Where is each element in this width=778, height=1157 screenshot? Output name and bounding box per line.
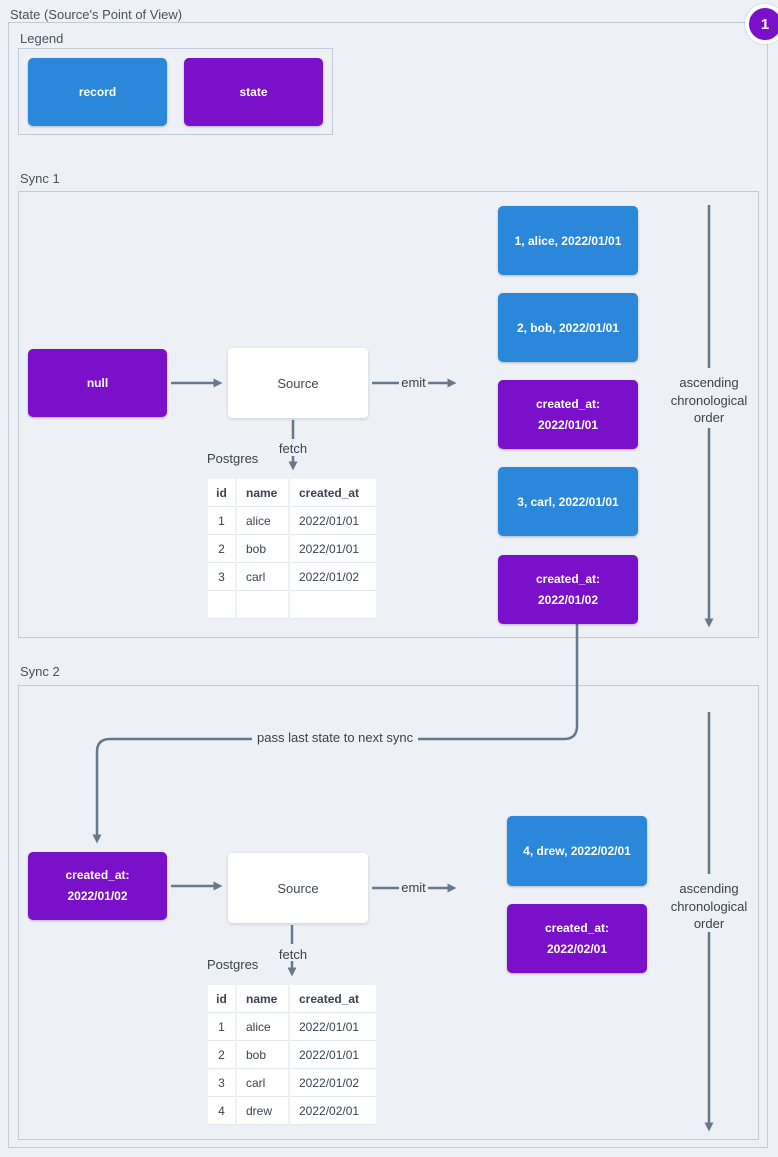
cell-id: 3 [208, 1069, 235, 1097]
cell-name: bob [237, 1041, 288, 1069]
cell-created-at: 2022/01/01 [290, 1041, 376, 1069]
cell-created-at: 2022/01/02 [290, 1069, 376, 1097]
source-node-sync1: Source [228, 348, 368, 418]
cell-created-at [290, 591, 376, 619]
postgres-label-sync1: Postgres [207, 451, 259, 466]
postgres-table-sync1: id name created_at 1 alice 2022/01/01 2 … [206, 479, 378, 619]
input-state-sync1: null [28, 349, 167, 417]
emit-label-sync1: emit [401, 375, 426, 390]
emit-label-sync2: emit [401, 880, 426, 895]
fetch-label-sync2: fetch [278, 947, 308, 962]
cell-name: drew [237, 1097, 288, 1125]
postgres-label-sync2: Postgres [207, 957, 259, 972]
col-header-name: name [237, 479, 288, 507]
table-header-row: id name created_at [208, 985, 376, 1013]
table-row: 4 drew 2022/02/01 [208, 1097, 376, 1125]
source-node-sync2: Source [228, 853, 368, 923]
emitted-record: 4, drew, 2022/02/01 [507, 816, 647, 886]
cell-name: alice [237, 507, 288, 535]
cell-id: 2 [208, 1041, 235, 1069]
emitted-record: 1, alice, 2022/01/01 [498, 206, 638, 275]
sync1-label: Sync 1 [20, 171, 60, 186]
table-row: 3 carl 2022/01/02 [208, 1069, 376, 1097]
col-header-id: id [208, 985, 235, 1013]
legend-label: Legend [20, 31, 64, 46]
col-header-name: name [237, 985, 288, 1013]
cell-id: 1 [208, 507, 235, 535]
cell-id: 1 [208, 1013, 235, 1041]
legend-state-swatch: state [184, 58, 323, 126]
cell-created-at: 2022/01/01 [290, 1013, 376, 1041]
table-row: 3 carl 2022/01/02 [208, 563, 376, 591]
col-header-created-at: created_at [290, 479, 376, 507]
order-note-sync1: ascending chronological order [670, 375, 748, 425]
cell-id: 4 [208, 1097, 235, 1125]
sync2-label: Sync 2 [20, 664, 60, 679]
cell-name: alice [237, 1013, 288, 1041]
cell-id: 2 [208, 535, 235, 563]
order-note-sync2: ascending chronological order [670, 881, 748, 931]
col-header-id: id [208, 479, 235, 507]
table-row: 2 bob 2022/01/01 [208, 1041, 376, 1069]
table-row-empty [208, 591, 376, 619]
table-row: 2 bob 2022/01/01 [208, 535, 376, 563]
legend-panel [18, 48, 333, 135]
emitted-state: created_at: 2022/02/01 [507, 904, 647, 973]
table-row: 1 alice 2022/01/01 [208, 507, 376, 535]
outer-frame [8, 22, 768, 1148]
cell-created-at: 2022/02/01 [290, 1097, 376, 1125]
cell-created-at: 2022/01/01 [290, 507, 376, 535]
emitted-state: created_at: 2022/01/02 [498, 555, 638, 624]
emitted-record: 2, bob, 2022/01/01 [498, 293, 638, 362]
cell-created-at: 2022/01/01 [290, 535, 376, 563]
emitted-state: created_at: 2022/01/01 [498, 380, 638, 449]
table-header-row: id name created_at [208, 479, 376, 507]
legend-record-swatch: record [28, 58, 167, 126]
input-state-sync2: created_at: 2022/01/02 [28, 852, 167, 920]
page-title: State (Source's Point of View) [10, 7, 183, 22]
postgres-table-sync2: id name created_at 1 alice 2022/01/01 2 … [206, 985, 378, 1125]
col-header-created-at: created_at [290, 985, 376, 1013]
annotation-badge[interactable]: 1 [745, 4, 778, 44]
cell-id [208, 591, 235, 619]
table-row: 1 alice 2022/01/01 [208, 1013, 376, 1041]
cell-name: carl [237, 563, 288, 591]
cell-created-at: 2022/01/02 [290, 563, 376, 591]
pass-state-label: pass last state to next sync [252, 730, 419, 745]
cell-name [237, 591, 288, 619]
emitted-record: 3, carl, 2022/01/01 [498, 467, 638, 536]
cell-name: carl [237, 1069, 288, 1097]
fetch-label-sync1: fetch [278, 441, 308, 456]
cell-name: bob [237, 535, 288, 563]
cell-id: 3 [208, 563, 235, 591]
